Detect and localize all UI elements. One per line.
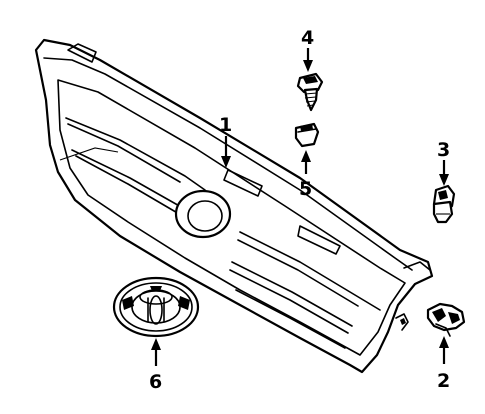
radiator-grille-icon — [34, 38, 434, 374]
screw-icon — [296, 72, 324, 112]
bracket-clip-icon — [426, 302, 466, 337]
callout-4: 4 — [301, 27, 314, 49]
retainer-clip-icon — [432, 184, 456, 224]
callout-2: 2 — [437, 370, 450, 392]
callout-6: 6 — [149, 371, 162, 393]
nut-icon — [294, 122, 320, 148]
callout-3: 3 — [437, 139, 450, 161]
callout-1: 1 — [219, 114, 232, 136]
toyota-emblem-icon — [112, 276, 200, 338]
callout-5: 5 — [299, 178, 312, 200]
leader-lines — [151, 48, 449, 366]
